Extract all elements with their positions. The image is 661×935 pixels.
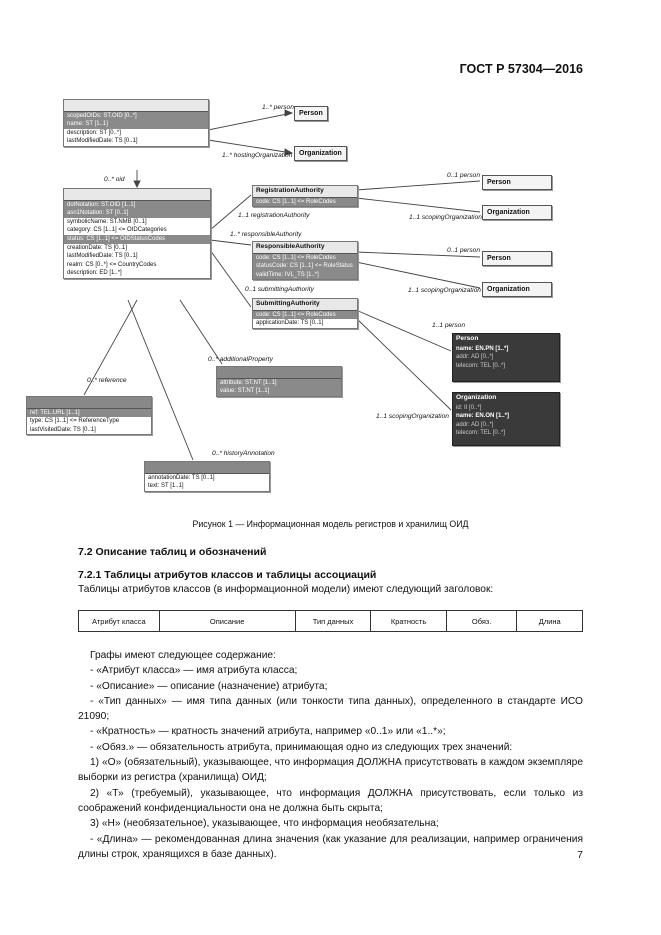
class-attribute: id: II [0..*] bbox=[456, 404, 482, 411]
class-attribute: addr: AD [0..*] bbox=[456, 354, 494, 361]
table-header-cell: Кратность bbox=[370, 610, 447, 632]
role-label: 1..* hostingOrganization bbox=[222, 152, 293, 159]
class-attribute: lastModifiedDate: TS [0..1] bbox=[67, 138, 138, 145]
class-title: ResponsibleAuthority bbox=[253, 242, 357, 254]
paragraph: - «Длина» — рекомендованная длина значен… bbox=[78, 833, 583, 860]
class-title bbox=[64, 100, 208, 112]
table-header-cell: Длина bbox=[516, 610, 583, 632]
class-attribute: value: ST.NT [1..1] bbox=[220, 388, 270, 395]
role-label: 0..* reference bbox=[87, 377, 127, 384]
class-attribute: description: ST [0..*] bbox=[67, 129, 121, 136]
standard-header: ГОСТ Р 57304—2016 bbox=[459, 62, 583, 76]
class-attribute: validTime: IVL_TS [1..*] bbox=[256, 271, 319, 278]
body-text: Графы имеют следующее содержание: - «Атр… bbox=[78, 648, 583, 862]
class-attribute: description: ED [1..*] bbox=[67, 270, 122, 277]
paragraph: - «Описание» — описание (назначение) атр… bbox=[90, 680, 328, 692]
class-title: SubmittingAuthority bbox=[253, 299, 357, 311]
paragraph: 2) «Т» (требуемый), указывающее, что инф… bbox=[78, 787, 583, 814]
class-attribute: status: CS [1..1] <= OIDStatusCodes bbox=[67, 235, 166, 242]
person-box-1: Person bbox=[294, 106, 328, 121]
class-title: Person bbox=[453, 334, 559, 345]
class-title bbox=[27, 397, 151, 409]
responsible-authority-box: ResponsibleAuthority code: CS [1..1] <= … bbox=[252, 241, 358, 281]
class-attribute: lastVisitedDate: TS [0..1] bbox=[30, 426, 96, 433]
class-attribute: realm: CS [0..*] <= CountryCodes bbox=[67, 261, 157, 268]
registry-class-box: scopedOIDs: ST.OID [0..*] name: ST [1..1… bbox=[63, 99, 209, 147]
registration-authority-box: RegistrationAuthority code: CS [1..1] <=… bbox=[252, 185, 358, 208]
subsection-heading: 7.2.1 Таблицы атрибутов классов и таблиц… bbox=[78, 569, 377, 581]
class-attribute: code: CS [1..1] <= RoleCodes bbox=[256, 254, 336, 261]
class-title: Organization bbox=[453, 393, 559, 404]
diagram-connectors bbox=[83, 109, 481, 461]
role-label: 1..* responsibleAuthority bbox=[230, 231, 302, 238]
role-label: 0..1 submittingAuthority bbox=[245, 286, 314, 293]
oid-class-box: dotNotation: ST.OID [1..1] asn1Notation:… bbox=[63, 188, 211, 279]
organization-box-2: Organization bbox=[482, 205, 552, 220]
paragraph: - «Атрибут класса» — имя атрибута класса… bbox=[90, 665, 298, 677]
class-title: RegistrationAuthority bbox=[253, 186, 357, 198]
role-label: 1..1 person bbox=[432, 322, 465, 329]
role-label: 1..1 registrationAuthority bbox=[238, 212, 310, 219]
class-attribute: name: EN.ON [1..*] bbox=[456, 413, 510, 420]
class-attribute: type: CS [1..1] <= ReferenceType bbox=[30, 418, 120, 425]
role-label: 1..1 scopingOrganization bbox=[408, 287, 481, 294]
paragraph: 1) «О» (обязательный), указывающее, что … bbox=[78, 757, 583, 784]
class-attribute: addr: AD [0..*] bbox=[456, 421, 494, 428]
paragraph: 3) «Н» (необязательное), указывающее, чт… bbox=[90, 818, 439, 830]
class-attribute: ref: TEL.URL [1..1] bbox=[30, 409, 80, 416]
class-attribute: telecom: TEL [0..*] bbox=[456, 362, 506, 369]
class-attribute: attribute: ST.NT [1..1] bbox=[220, 379, 277, 386]
page-number: 7 bbox=[577, 849, 583, 861]
organization-class-box: Organization id: II [0..*] name: EN.ON [… bbox=[452, 392, 560, 446]
role-label: 0..1 person bbox=[447, 247, 480, 254]
organization-box-3: Organization bbox=[482, 282, 552, 297]
class-title bbox=[64, 189, 210, 201]
figure-caption: Рисунок 1 — Информационная модель регист… bbox=[192, 519, 469, 529]
organization-box-1: Organization bbox=[294, 146, 347, 161]
paragraph: - «Тип данных» — имя типа данных (или то… bbox=[78, 695, 583, 723]
paragraph: Графы имеют следующее содержание: bbox=[90, 650, 276, 661]
role-label: 0..* historyAnnotation bbox=[212, 450, 275, 457]
role-label: 0..1 person bbox=[447, 172, 480, 179]
role-label: 0..* oid bbox=[104, 176, 125, 183]
class-attribute: dotNotation: ST.OID [1..1] bbox=[67, 201, 136, 208]
class-attribute: text: ST [1..1] bbox=[148, 483, 184, 490]
class-attribute: name: ST [1..1] bbox=[67, 121, 108, 128]
paragraph: - «Обяз.» — обязательность атрибута, при… bbox=[90, 741, 513, 753]
additional-property-box: attribute: ST.NT [1..1] value: ST.NT [1.… bbox=[216, 366, 342, 397]
class-attribute: code: CS [1..1] <= RoleCodes bbox=[256, 198, 336, 205]
role-label: 1..* person bbox=[262, 104, 294, 111]
class-attribute: symbolicName: ST.NMB [0..1] bbox=[67, 218, 147, 225]
table-header-cell: Описание bbox=[158, 610, 296, 632]
role-label: 1..1 scopingOrganization bbox=[376, 413, 449, 420]
intro-text: Таблицы атрибутов классов (в информацион… bbox=[78, 584, 494, 595]
class-attribute: lastModifiedDate: TS [0..1] bbox=[67, 253, 138, 260]
class-attribute: telecom: TEL [0..*] bbox=[456, 430, 506, 437]
class-title bbox=[145, 462, 269, 474]
class-attribute: scopedOIDs: ST.OID [0..*] bbox=[67, 112, 137, 119]
submitting-authority-box: SubmittingAuthority code: CS [1..1] <= R… bbox=[252, 298, 358, 329]
table-header-cell: Обяз. bbox=[445, 610, 518, 632]
class-attribute: name: EN.PN [1..*] bbox=[456, 345, 509, 352]
class-attribute: creationDate: TS [0..1] bbox=[67, 244, 127, 251]
person-box-2: Person bbox=[482, 175, 552, 190]
paragraph: - «Кратность» — кратность значений атриб… bbox=[90, 726, 446, 738]
table-header-cell: Тип данных bbox=[294, 610, 372, 632]
reference-box: ref: TEL.URL [1..1] type: CS [1..1] <= R… bbox=[26, 396, 152, 436]
class-attribute: asn1Notation: ST [0..1] bbox=[67, 210, 129, 217]
class-attribute: category: CS [1..1] <= OIDCategories bbox=[67, 227, 167, 234]
attribute-table-header: Атрибут класса Описание Тип данных Кратн… bbox=[78, 610, 583, 632]
class-attribute: statusCode: CS [1..1] <= RoleStatus bbox=[256, 263, 353, 270]
class-attribute: applicationDate: TS [0..1] bbox=[256, 320, 324, 327]
class-attribute: annotationDate: TS [0..1] bbox=[148, 474, 215, 481]
section-heading: 7.2 Описание таблиц и обозначений bbox=[78, 546, 267, 558]
class-title bbox=[217, 367, 341, 379]
class-attribute: code: CS [1..1] <= RoleCodes bbox=[256, 311, 336, 318]
history-annotation-box: annotationDate: TS [0..1] text: ST [1..1… bbox=[144, 461, 270, 492]
person-class-box: Person name: EN.PN [1..*] addr: AD [0..*… bbox=[452, 333, 560, 382]
role-label: 1..1 scopingOrganization bbox=[409, 214, 482, 221]
person-box-3: Person bbox=[482, 251, 552, 266]
table-header-cell: Атрибут класса bbox=[78, 610, 160, 632]
role-label: 0..* additionalProperty bbox=[208, 356, 273, 363]
